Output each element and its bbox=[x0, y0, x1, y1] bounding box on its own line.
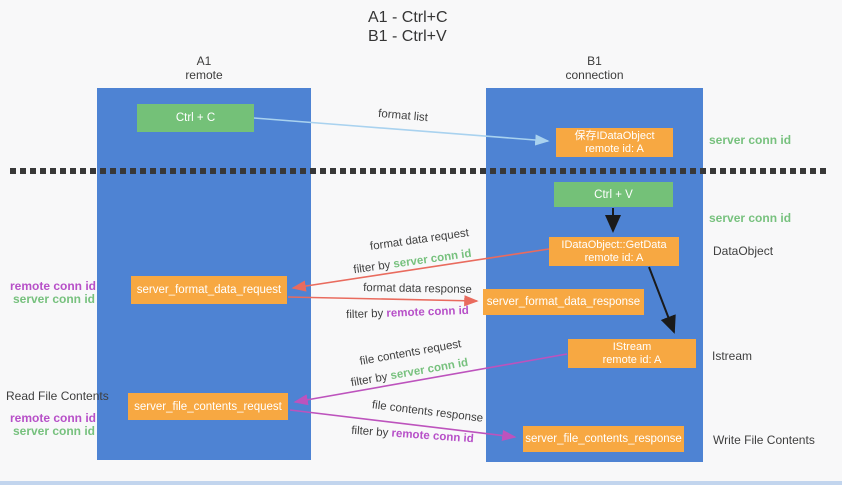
node-getdata-line2: remote id: A bbox=[584, 251, 644, 264]
node-save-idataobject: 保存IDataObject remote id: A bbox=[556, 128, 673, 157]
annotation-istream: Istream bbox=[712, 349, 753, 363]
lane-a-name: A1 bbox=[196, 54, 212, 68]
filter-by-text: filter by bbox=[349, 370, 389, 390]
lane-a-subtitle: remote bbox=[185, 68, 223, 82]
node-istream: IStream remote id: A bbox=[568, 339, 696, 368]
node-save-idataobject-line1: 保存IDataObject bbox=[574, 129, 655, 142]
bottom-window-edge bbox=[0, 481, 842, 485]
annotation-server-conn-id-mid: server conn id bbox=[709, 211, 792, 225]
annotation-remote-conn-id-left-top: remote conn id bbox=[10, 279, 97, 293]
node-ctrl-v: Ctrl + V bbox=[554, 182, 673, 207]
node-server-format-data-response: server_format_data_response bbox=[483, 289, 644, 315]
copy-paste-separator-line bbox=[10, 168, 826, 174]
filter-by-text: filter by bbox=[345, 307, 384, 322]
node-getdata-line1: IDataObject::GetData bbox=[561, 238, 667, 251]
remote-conn-id-text: remote conn id bbox=[391, 427, 475, 446]
node-server-file-contents-request: server_file_contents_request bbox=[128, 393, 288, 420]
arrow-format-data-response bbox=[287, 295, 479, 307]
lane-b-subtitle: connection bbox=[565, 68, 624, 82]
annotation-dataobject: DataObject bbox=[713, 244, 774, 258]
node-server-file-contents-response: server_file_contents_response bbox=[523, 426, 684, 452]
annotation-write-file-contents: Write File Contents bbox=[713, 433, 815, 447]
filter-by-text: filter by bbox=[350, 424, 389, 440]
lane-b-header: B1 connection bbox=[486, 54, 703, 82]
node-server-file-contents-response-label: server_file_contents_response bbox=[525, 433, 682, 445]
server-conn-id-text: server conn id bbox=[392, 247, 473, 271]
edge-label-format-list: format list bbox=[377, 107, 429, 125]
title-line-1: A1 - Ctrl+C bbox=[368, 9, 448, 26]
edge-label-filter-remote-conn-id-1: filter by remote conn id bbox=[325, 304, 490, 322]
node-ctrl-c: Ctrl + C bbox=[137, 104, 254, 132]
node-istream-line1: IStream bbox=[612, 340, 652, 353]
node-server-format-data-request: server_format_data_request bbox=[131, 276, 287, 304]
annotation-remote-conn-id-left-bottom: remote conn id bbox=[10, 411, 97, 425]
title-line-2: B1 - Ctrl+V bbox=[368, 28, 447, 45]
node-server-file-contents-request-label: server_file_contents_request bbox=[134, 400, 282, 413]
lane-b-name: B1 bbox=[587, 54, 602, 68]
lane-a-header: A1 remote bbox=[97, 54, 311, 82]
node-istream-line2: remote id: A bbox=[602, 353, 662, 366]
annotation-read-file-contents: Read File Contents bbox=[6, 389, 109, 403]
edge-label-file-contents-response: file contents response bbox=[371, 399, 484, 425]
diagram-title: A1 - Ctrl+C B1 - Ctrl+V bbox=[368, 8, 448, 46]
annotation-server-conn-id-top: server conn id bbox=[709, 133, 792, 147]
node-ctrl-v-label: Ctrl + V bbox=[594, 188, 633, 201]
node-idataobject-getdata: IDataObject::GetData remote id: A bbox=[549, 237, 679, 266]
node-save-idataobject-line2: remote id: A bbox=[585, 142, 644, 155]
annotation-server-conn-id-left-bottom: server conn id bbox=[12, 424, 95, 438]
node-ctrl-c-label: Ctrl + C bbox=[175, 112, 216, 124]
edge-label-filter-remote-conn-id-2: filter by remote conn id bbox=[330, 423, 495, 446]
node-server-format-data-response-label: server_format_data_response bbox=[486, 296, 641, 308]
filter-by-text: filter by bbox=[352, 259, 392, 277]
edge-label-format-data-response: format data response bbox=[363, 282, 472, 296]
node-server-format-data-request-label: server_format_data_request bbox=[136, 284, 282, 296]
annotation-server-conn-id-left-top: server conn id bbox=[12, 292, 95, 306]
remote-conn-id-text: remote conn id bbox=[386, 304, 470, 320]
